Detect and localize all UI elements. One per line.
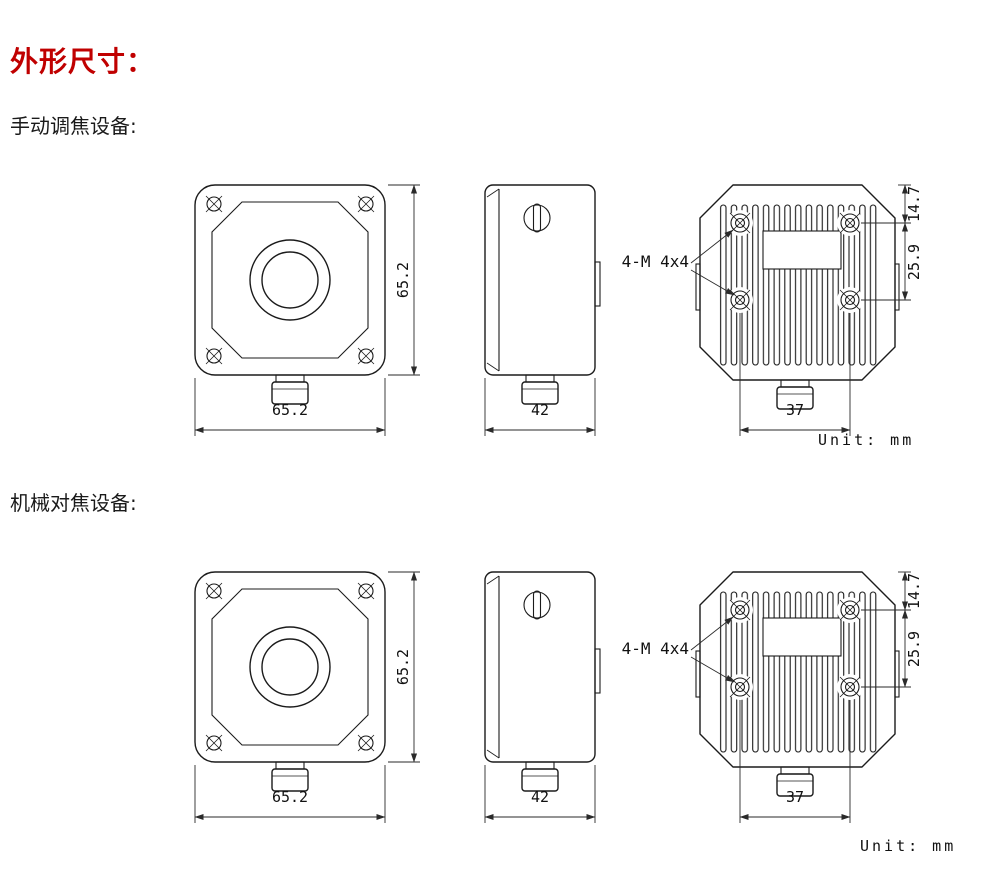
screw-spec-label: 4-M 4x4 — [622, 639, 689, 658]
back-view-drawing — [696, 185, 899, 409]
dim-front-height: 65.2 — [394, 649, 412, 685]
front-view-drawing — [195, 185, 385, 404]
section-label-manual-focus: 手动调焦设备: — [10, 114, 137, 138]
dim-front-height: 65.2 — [394, 262, 412, 298]
side-view-drawing — [485, 572, 600, 791]
dim-side-width: 42 — [531, 788, 549, 806]
front-view-drawing — [195, 572, 385, 791]
page-title: 外形尺寸： — [10, 45, 156, 78]
back-view-drawing — [696, 572, 899, 796]
drawing-row-mechanical-focus: 65.2 65.2 42 37 14.7 25.9 4-M 4x4 — [0, 557, 923, 857]
dim-screw-top-offset: 14.7 — [905, 186, 923, 222]
side-view-drawing — [485, 185, 600, 404]
dim-screw-spacing-v: 25.9 — [905, 631, 923, 667]
section-label-mechanical-focus: 机械对焦设备: — [10, 491, 137, 515]
dim-front-width: 65.2 — [272, 788, 308, 806]
unit-label: Unit: mm — [860, 837, 957, 855]
dim-screw-spacing-v: 25.9 — [905, 244, 923, 280]
dim-front-width: 65.2 — [272, 401, 308, 419]
dim-screw-spacing-h: 37 — [786, 401, 804, 419]
dim-screw-top-offset: 14.7 — [905, 573, 923, 609]
dim-screw-spacing-h: 37 — [786, 788, 804, 806]
screw-spec-label: 4-M 4x4 — [622, 252, 689, 271]
unit-label: Unit: mm — [818, 431, 915, 449]
dim-side-width: 42 — [531, 401, 549, 419]
drawing-row-manual-focus: 65.2 65.2 42 37 14.7 25.9 4-M 4x4 — [0, 170, 923, 470]
